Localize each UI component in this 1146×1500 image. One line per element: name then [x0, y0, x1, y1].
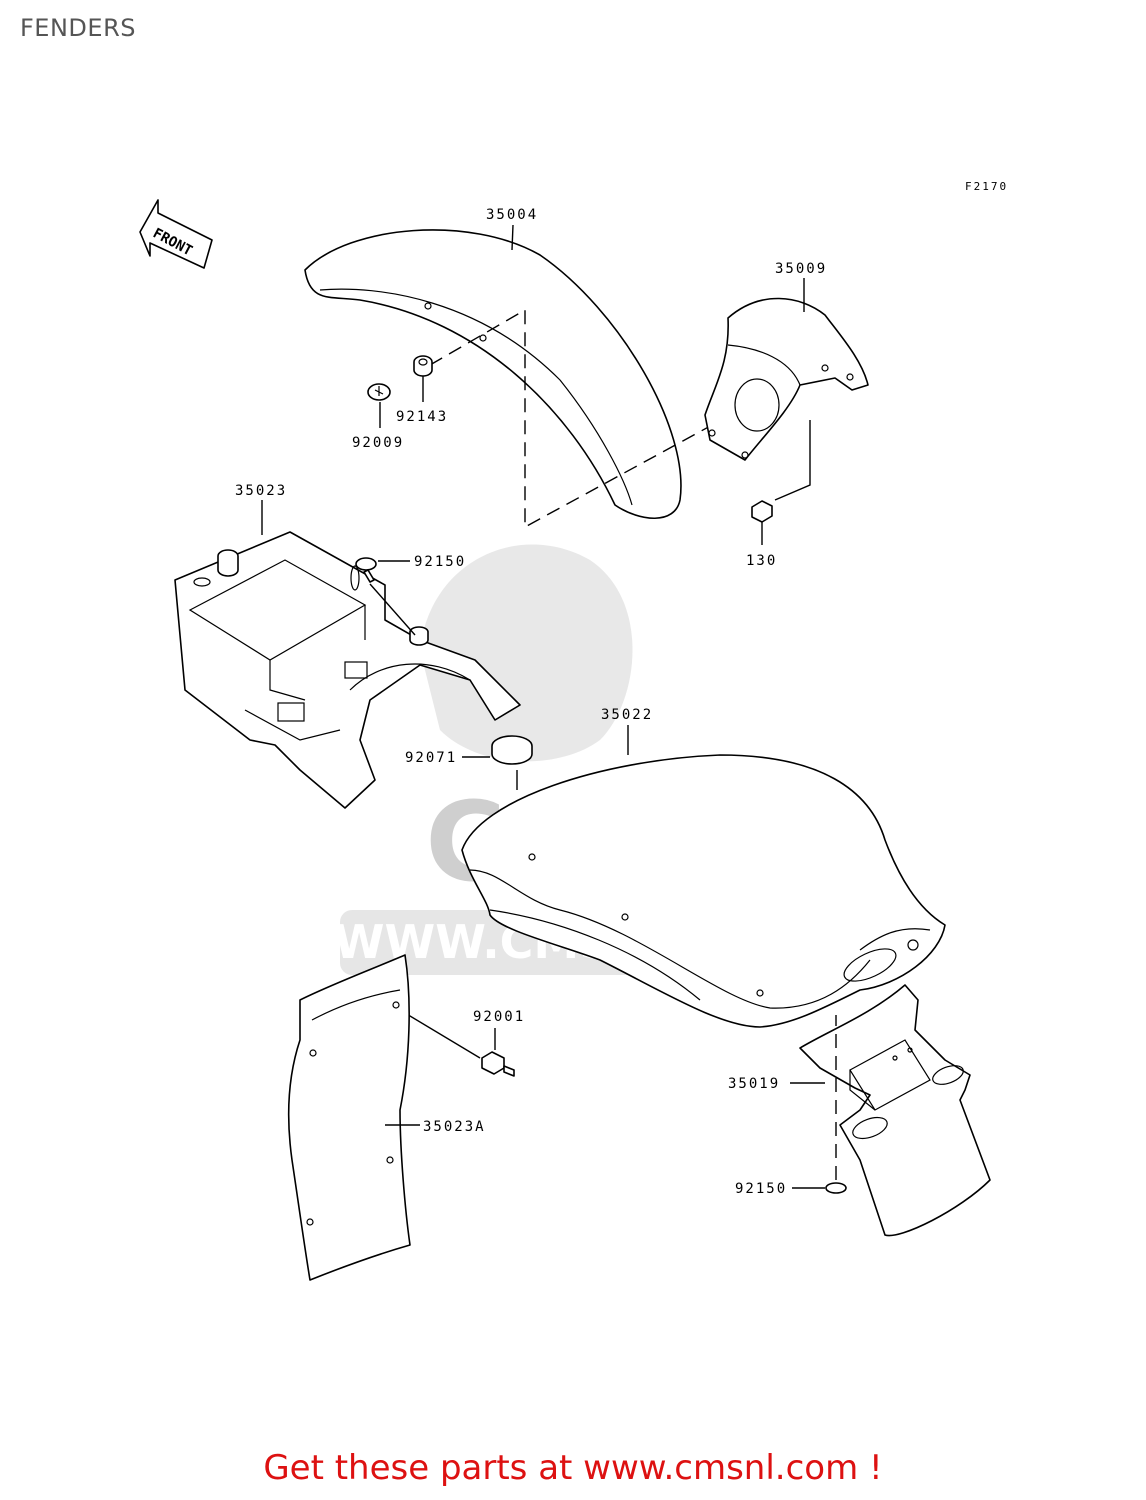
- bolt-92001: 92001: [399, 1009, 525, 1077]
- page-title: FENDERS: [20, 14, 136, 42]
- callout-92143: 92143: [396, 409, 448, 425]
- callout-35023: 35023: [235, 483, 287, 499]
- front-arrow: FRONT: [139, 199, 213, 269]
- bracket-35009: 35009: [704, 261, 869, 461]
- rear-fender-35022: 35022: [461, 707, 946, 1028]
- screw-92150-upper: 92150: [355, 554, 466, 636]
- inner-fender-35023: 35023: [174, 483, 521, 809]
- mudguard-35023A: 35023A: [287, 954, 486, 1281]
- figure-code: F2170: [965, 180, 1008, 193]
- callout-92150-upper: 92150: [414, 554, 466, 570]
- bolt-130: 130: [746, 420, 811, 569]
- license-bracket-35019: 35019: [728, 984, 991, 1237]
- callout-35022: 35022: [601, 707, 653, 723]
- callout-35004: 35004: [486, 207, 538, 223]
- parts-diagram: CMS WWW.CMSNL.COM F2170 FRONT 35004 3500…: [139, 180, 1008, 1281]
- front-fender-35004: 35004: [304, 207, 682, 520]
- screw-92009: 92009: [352, 383, 404, 451]
- grommet-92071: 92071: [405, 735, 533, 790]
- callout-35019: 35019: [728, 1076, 780, 1092]
- collar-92143: 92143: [396, 355, 448, 425]
- callout-130: 130: [746, 553, 777, 569]
- callout-92150-lower: 92150: [735, 1181, 787, 1197]
- callout-92001: 92001: [473, 1009, 525, 1025]
- callout-92009: 92009: [352, 435, 404, 451]
- callout-92071: 92071: [405, 750, 457, 766]
- assembly-line-front: [429, 308, 781, 529]
- callout-35023A: 35023A: [423, 1119, 486, 1135]
- footer-promo: Get these parts at www.cmsnl.com !: [263, 1448, 883, 1488]
- callout-35009: 35009: [775, 261, 827, 277]
- screw-92150-lower: 92150: [735, 1015, 847, 1197]
